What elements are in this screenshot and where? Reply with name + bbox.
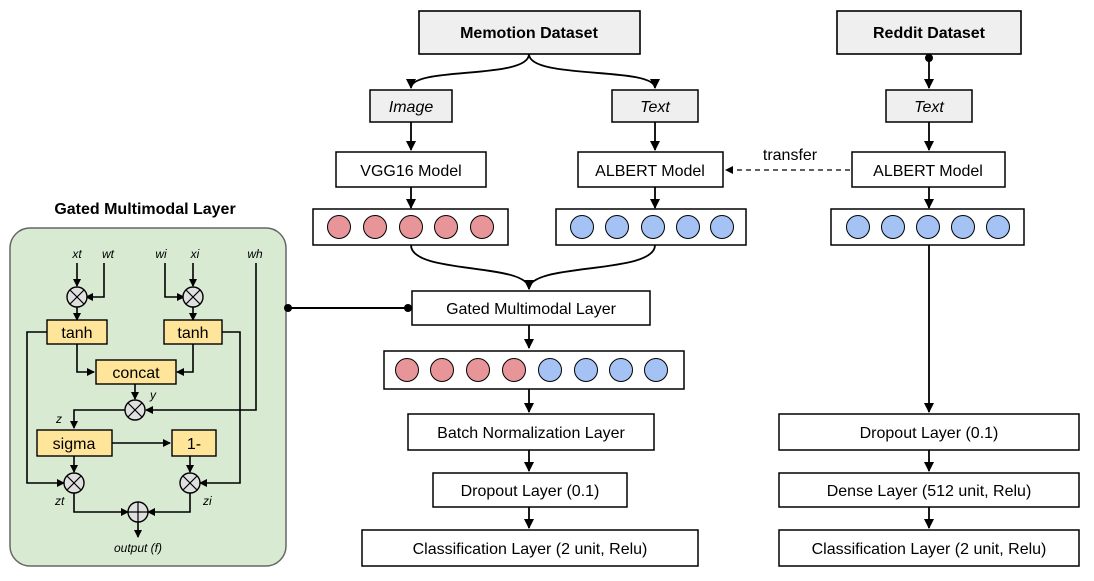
vgg16-label: VGG16 Model [360,163,461,180]
albert-memotion-label: ALBERT Model [595,163,705,180]
dropout-right-label: Dropout Layer (0.1) [860,425,999,442]
tanh-right-label: tanh [177,325,208,342]
memotion-dataset-box [418,10,641,55]
albert-memotion-feature-vector [555,208,747,246]
input-xt-label: xt [71,247,82,261]
albert-reddit-label: ALBERT Model [873,163,983,180]
memotion-dataset-label: Memotion Dataset [460,25,598,42]
vgg16-box [335,151,487,188]
multiply-node-2 [182,286,204,308]
classification-right-label: Classification Layer (2 unit, Relu) [812,541,1047,558]
albert-reddit-feature-vector [830,208,1025,246]
add-node [127,501,149,523]
dropout-left-box [432,472,628,508]
multiply-node-zi [179,472,201,494]
input-xi-label: xi [190,247,200,261]
one-minus-label: 1- [187,436,201,453]
text-input-memotion-box [611,89,699,123]
classification-left-label: Classification Layer (2 unit, Relu) [413,541,648,558]
albert-reddit-box [851,151,1006,188]
zi-label: zi [202,494,212,508]
gml-panel-title: Gated Multimodal Layer [54,201,235,218]
concat-label: concat [112,365,160,382]
transfer-label: transfer [763,147,818,164]
gated-layer-label: Gated Multimodal Layer [446,301,617,318]
dropout-right-box [778,413,1080,451]
image-input-box [369,89,453,123]
multiply-node-zt [63,472,85,494]
classification-right-box [778,529,1080,567]
sigma-box [36,429,113,457]
tanh-right-box [163,319,223,345]
dropout-left-label: Dropout Layer (0.1) [461,483,600,500]
concat-box [95,359,177,385]
text-input-reddit-box [885,89,973,123]
one-minus-box [171,429,217,457]
multiply-node-1 [66,286,88,308]
classification-left-box [361,529,699,567]
tanh-left-box [46,319,108,345]
albert-memotion-box [577,151,724,188]
combined-feature-vector [383,350,685,390]
dense-right-label: Dense Layer (512 unit, Relu) [827,483,1032,500]
input-wh-label: wh [247,247,263,261]
text-input-memotion-label: Text [640,99,670,116]
reddit-dataset-label: Reddit Dataset [873,25,986,42]
input-wi-label: wi [155,247,167,261]
dense-right-box [778,472,1080,508]
z-label: z [55,412,62,426]
input-wt-label: wt [102,247,115,261]
batch-norm-box [407,413,655,451]
gated-layer-box [411,290,651,326]
multiply-node-y [124,399,146,421]
sigma-label: sigma [53,436,96,453]
zt-label: zt [54,494,65,508]
batch-norm-label: Batch Normalization Layer [437,425,625,442]
text-input-reddit-label: Text [914,99,944,116]
y-label: y [149,388,157,402]
reddit-dataset-box [836,10,1022,55]
image-input-label: Image [389,99,434,116]
tanh-left-label: tanh [61,325,92,342]
output-label: output (f) [114,541,162,555]
vgg-feature-vector [312,208,509,246]
